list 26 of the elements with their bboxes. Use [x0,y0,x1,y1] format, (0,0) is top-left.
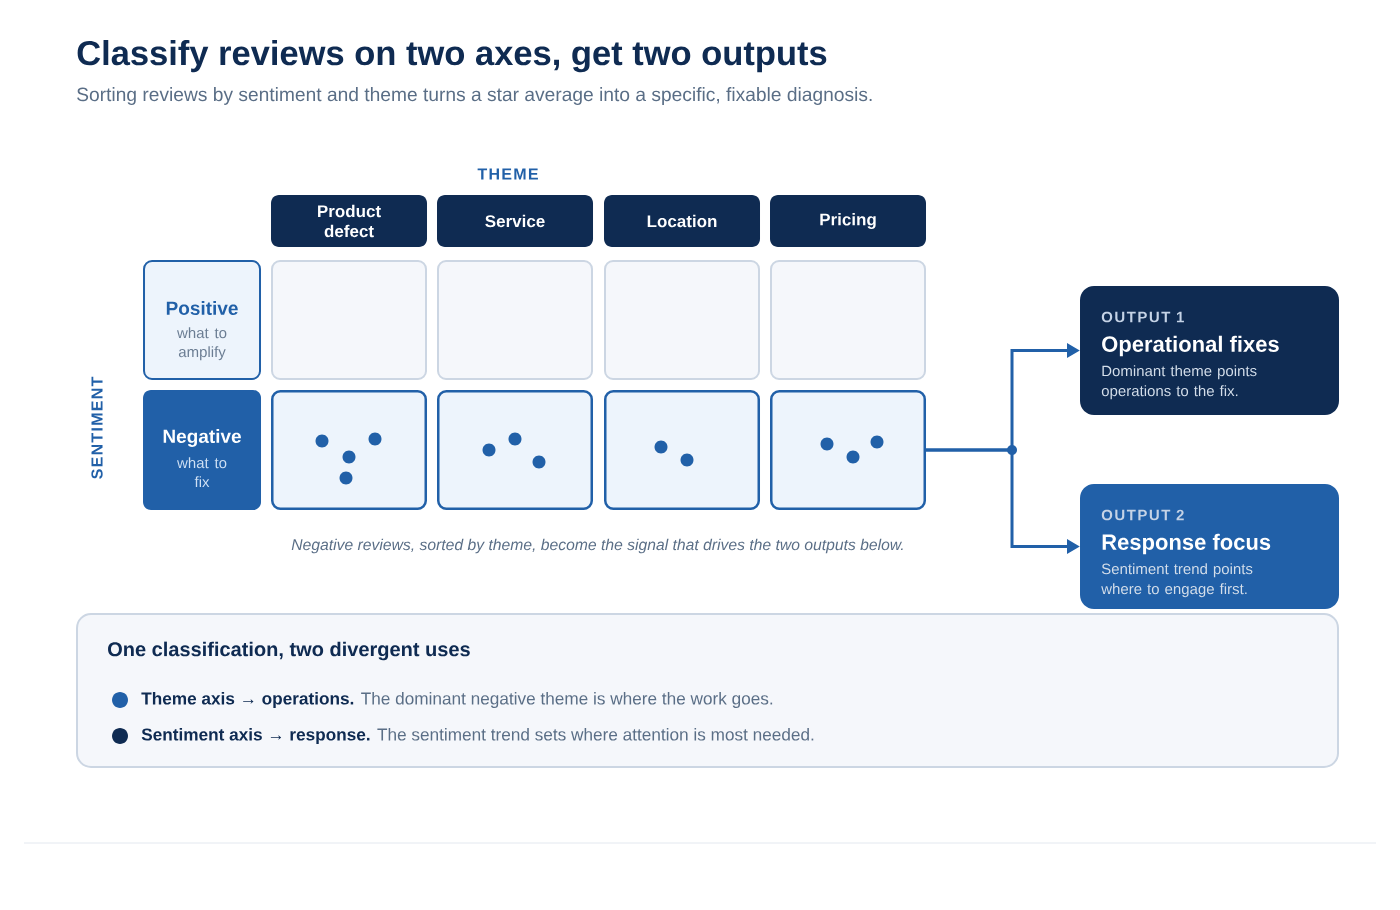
matrix-cell [437,260,593,380]
axis-title: SENTIMENT [91,376,103,479]
axis-title: THEME [477,168,538,180]
output-tag: OUTPUT 1 [1101,311,1184,323]
output-title: Operational fixes [1102,335,1279,357]
output-title: Response focus [1102,533,1271,555]
bullet-text: Theme axis → operations. The dominant negative theme is where the work goes. [141,692,773,708]
matrix-cell [604,260,760,380]
output-description: Dominant theme points operations to the fix. [1101,365,1257,400]
column-header: Product defect [271,195,427,247]
matrix-cell [770,260,926,380]
row-description: what to fix [177,457,227,488]
row-description: what to amplify [177,327,227,361]
note-heading: One classification, two divergent uses [108,641,470,661]
title: Classify reviews on two axes, get two outputs [77,40,827,73]
row-title: Positive [166,301,238,315]
column-header: Location [604,195,760,247]
subtitle: Sorting reviews by sentiment and theme turns a star average into a specific, fixable diagnosis. [77,87,872,105]
matrix-cell [271,260,427,380]
bullet-text: Sentiment axis → response. The sentiment trend sets where attention is most needed. [141,728,814,744]
matrix-note: Negative reviews, sorted by theme, become the signal that drives the two outputs below. [291,538,903,554]
column-header: Service [437,195,593,247]
output-description: Sentiment trend points where to engage first. [1101,563,1253,598]
output-tag: OUTPUT 2 [1101,509,1184,521]
column-header: Pricing [770,195,926,247]
row-title: Negative [163,429,241,447]
